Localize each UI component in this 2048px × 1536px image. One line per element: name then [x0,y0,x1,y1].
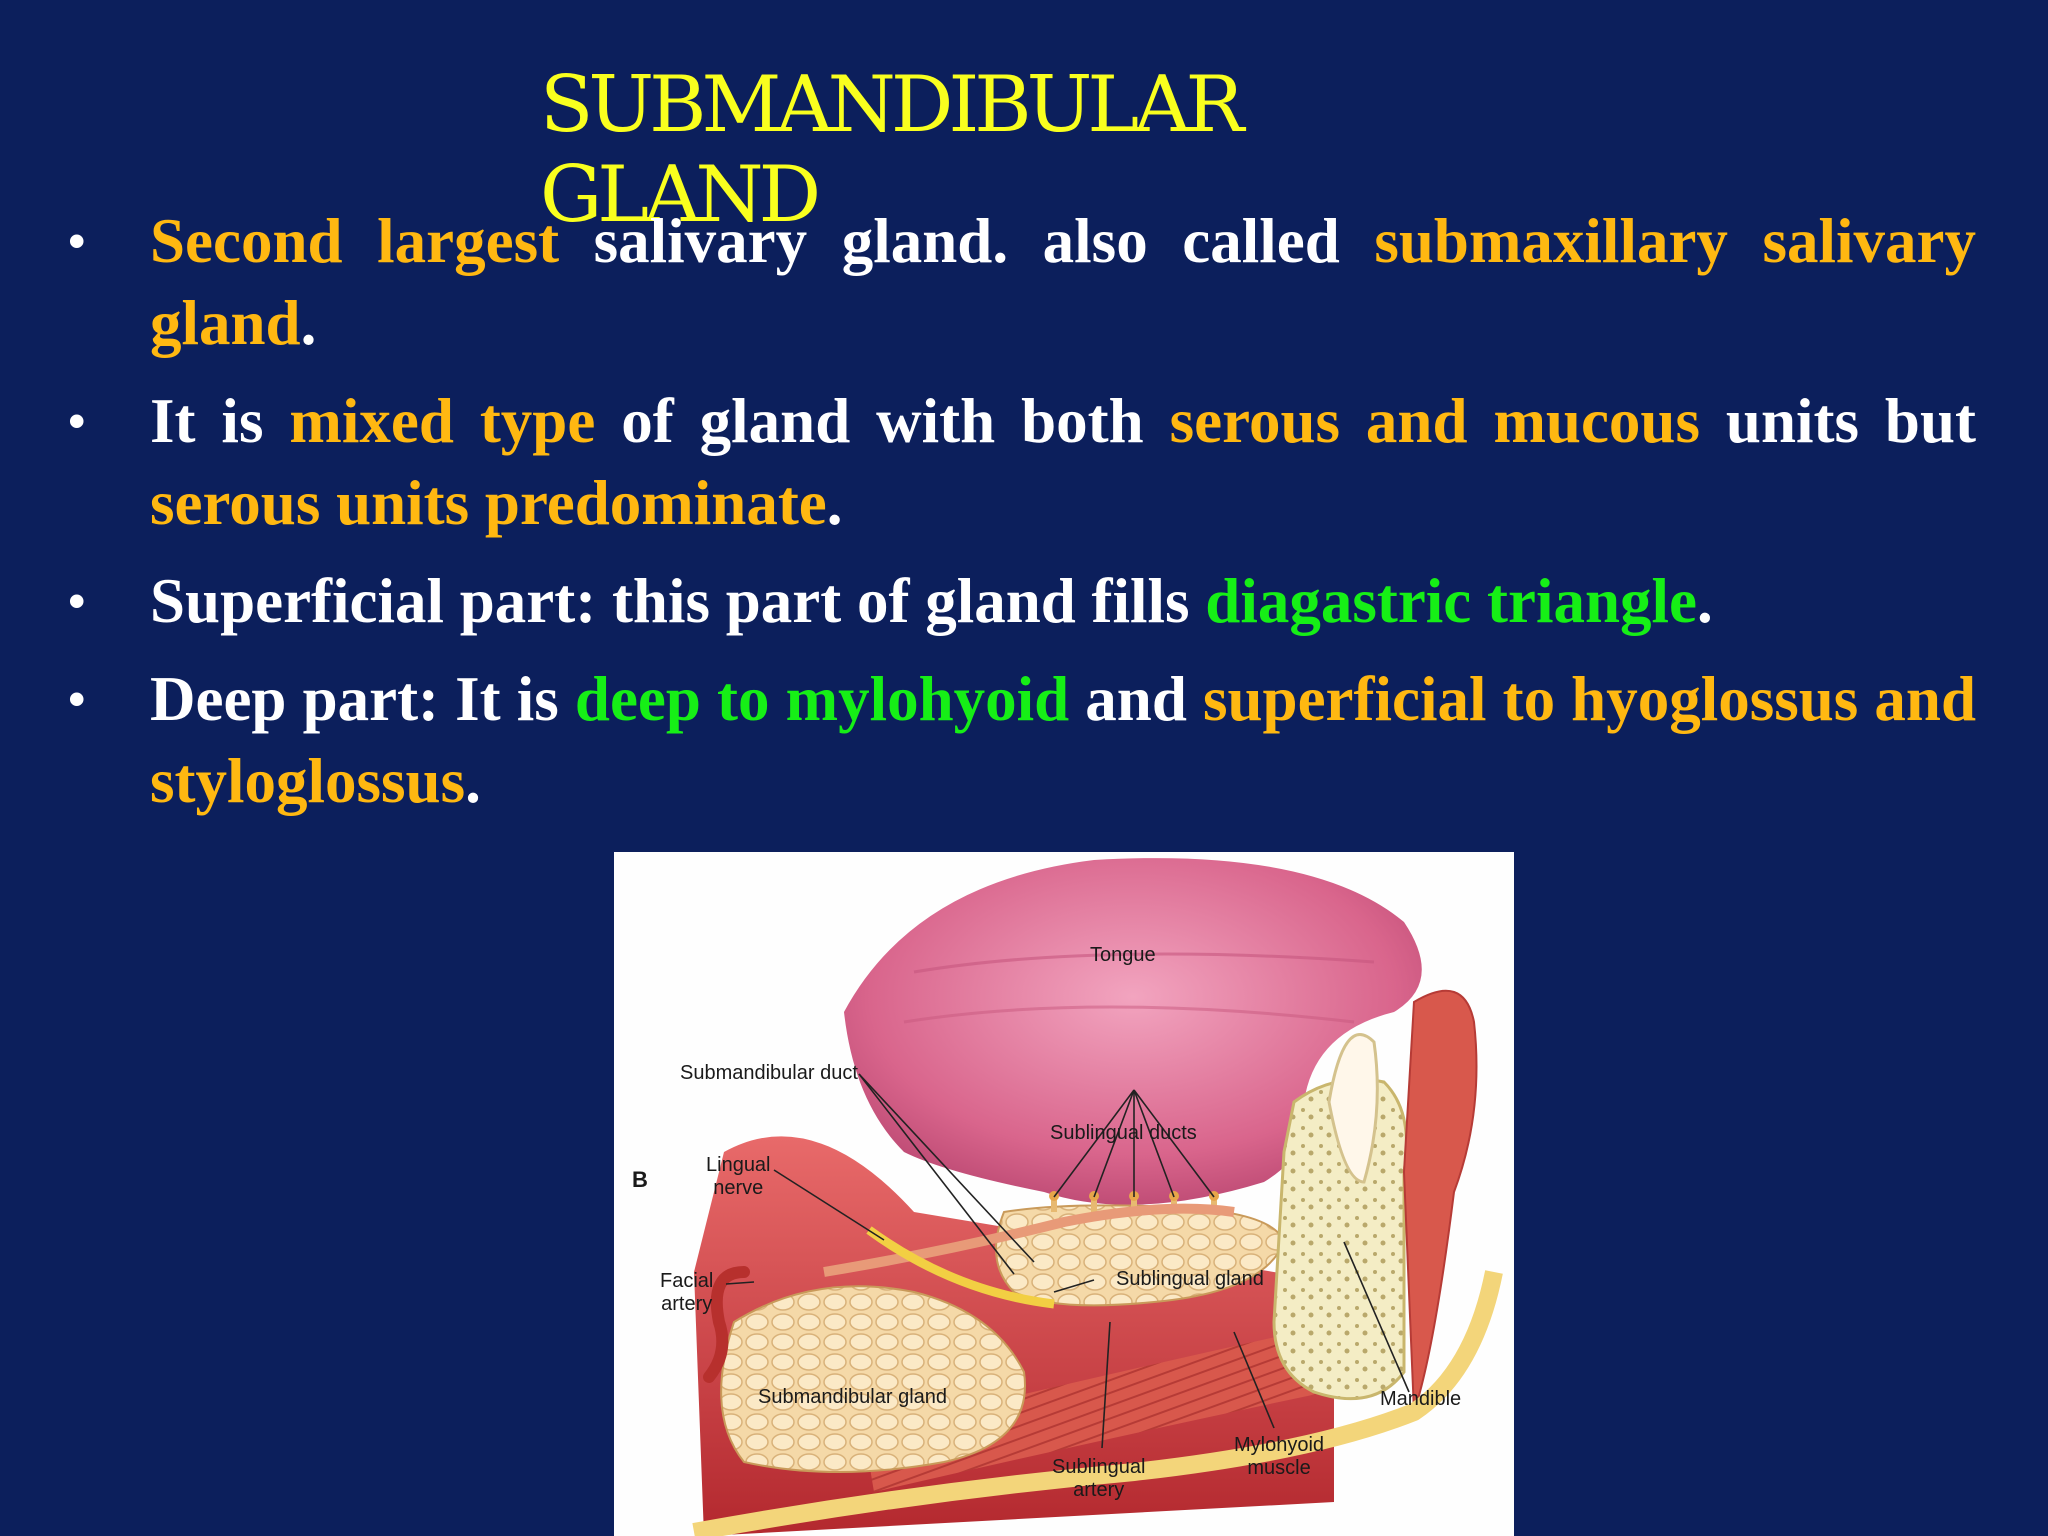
label-mylohyoid-muscle: Mylohyoid muscle [1234,1434,1325,1479]
label-mandible: Mandible [1380,1388,1462,1410]
submandibular-duct-shape [823,1203,1235,1277]
bullet-segment: superficial to hyoglossus and stylogloss… [150,664,1977,816]
tongue-shape [844,858,1422,1205]
tooth-shape [1327,1033,1379,1184]
label-lingual-nerve: Lingual nerve [706,1154,771,1199]
label-sublingual-gland: Sublingual gland [1116,1268,1264,1290]
bullet-item: • Superficial part: this part of gland fi… [68,560,1976,642]
label-panel-letter: B [632,1167,648,1192]
label-submandibular-duct: Submandibular duct [680,1062,858,1084]
bullet-segment: and [1069,664,1203,734]
submandibular-gland-shape [720,1285,1026,1473]
bullet-segment: deep to mylohyoid [574,664,1070,734]
label-tongue: Tongue [1090,944,1156,966]
label-sublingual-artery: Sublingual artery [1052,1456,1146,1501]
bullet-segment: . [1696,566,1713,636]
bullet-segment: It is [150,386,290,456]
bullet-item: •Deep part: It is deep to mylohyoid and … [68,658,1977,822]
bullet-item: • Second largest salivary gland. also cal… [68,200,1976,364]
bullet-segment: mixed type [289,386,596,456]
bullet-dot: • [68,393,86,449]
bullet-segment: serous and mucous [1169,386,1700,456]
label-submandibular-gland: Submandibular gland [758,1386,948,1408]
bullet-segment: units but [1699,386,1976,456]
bullet-dot: • [68,213,86,269]
lingual-nerve-shape [866,1226,1055,1309]
bullet-segment: of gland with both [595,386,1170,456]
bullet-segment: submaxillary salivary gland [150,206,1976,358]
anatomy-illustration: B Tongue Submandibular duct Sublingual d… [614,852,1514,1536]
bullet-segment: . [300,288,317,358]
bullet-item: • It is mixed type of gland with both ser… [68,380,1976,544]
slide-title: SUBMANDIBULAR GLAND [540,60,1244,240]
mylohyoid-muscle-shape [864,1322,1374,1492]
anatomy-drawing [692,858,1503,1536]
bullet-segment: Superficial part: this part of gland fil… [150,566,1206,636]
bullet-segment: . [826,468,843,538]
label-sublingual-ducts: Sublingual ducts [1050,1122,1197,1144]
facial-artery-shape [703,1266,750,1383]
bullet-segment: diagastric triangle [1205,566,1697,636]
bullet-segment: salivary gland. also called [559,206,1375,276]
bullet-dot: • [68,573,86,629]
bullet-segment: . [465,746,481,816]
label-facial-artery: Facial artery [660,1270,714,1315]
bullet-segment: Deep part: It is [150,664,575,734]
bullet-segment: serous units predominate [150,468,827,538]
bullet-dot: • [68,671,86,727]
sublingual-gland-shape [995,1204,1286,1307]
bullet-segment: Second largest [150,206,560,276]
